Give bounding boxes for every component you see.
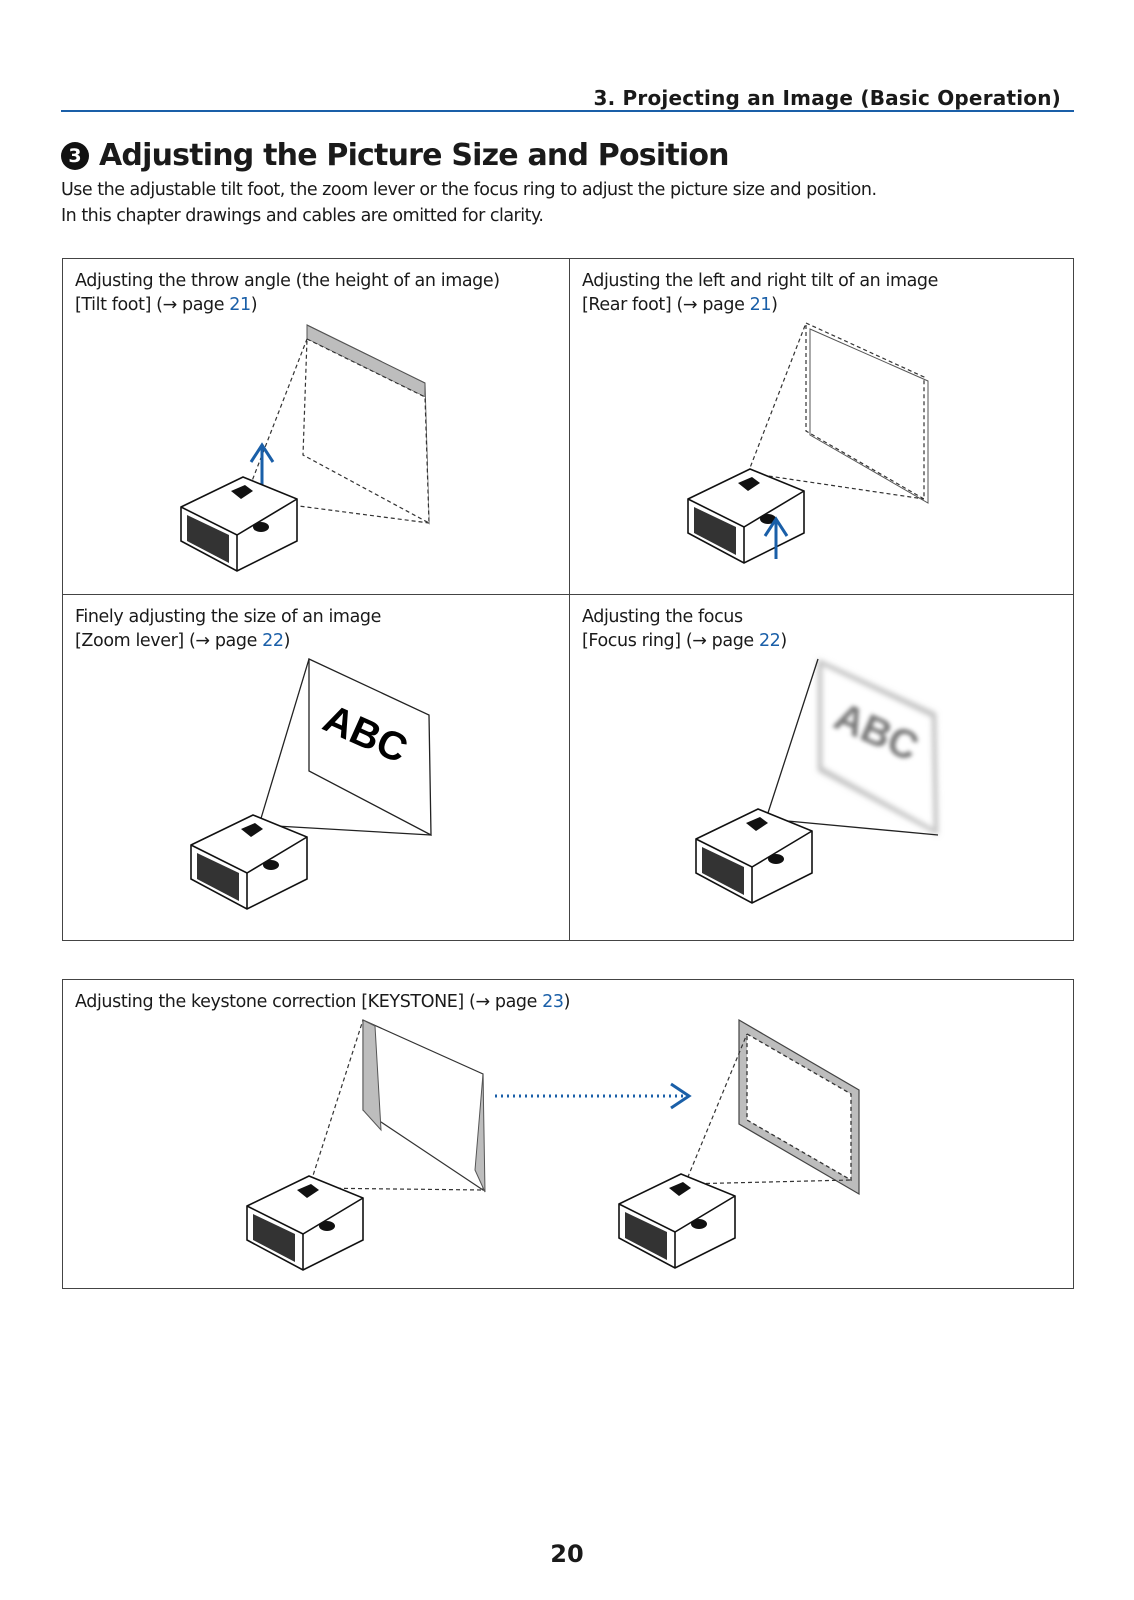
section-number-badge: 3 xyxy=(61,141,89,170)
keystone-illustration xyxy=(246,1018,860,1271)
panel-caption-line1: Adjusting the throw angle (the height of… xyxy=(75,271,500,291)
arrow-right-icon xyxy=(495,1082,692,1110)
zoom-lever-illustration: ABC xyxy=(190,657,432,910)
rear-foot-illustration xyxy=(687,322,929,564)
projector-icon xyxy=(687,468,805,564)
header-rule xyxy=(61,110,1074,112)
projector-icon xyxy=(618,1173,736,1269)
grid-divider-horizontal xyxy=(63,594,1073,595)
panel-caption-line2: [Zoom lever] (→ page 22) xyxy=(75,631,291,651)
panel-caption-line1: Adjusting the left and right tilt of an … xyxy=(582,271,939,291)
focus-ring-illustration: ABC xyxy=(695,658,939,904)
panel-focus-ring: Adjusting the focus [Focus ring] (→ page… xyxy=(570,595,1075,941)
panel-caption-line2: [Tilt foot] (→ page 21) xyxy=(75,295,258,315)
page-link[interactable]: 22 xyxy=(262,631,284,651)
section-title-text: Adjusting the Picture Size and Position xyxy=(99,138,730,173)
projector-icon xyxy=(246,1175,364,1271)
panel-caption-line1: Adjusting the focus xyxy=(582,607,743,627)
adjustment-grid: Adjusting the throw angle (the height of… xyxy=(62,258,1074,941)
intro-line-1: Use the adjustable tilt foot, the zoom l… xyxy=(61,180,877,200)
page-number: 20 xyxy=(550,1540,584,1568)
page-link[interactable]: 21 xyxy=(229,295,251,315)
section-title: 3 Adjusting the Picture Size and Positio… xyxy=(61,138,730,173)
projector-icon xyxy=(190,814,308,910)
projector-icon xyxy=(695,808,813,904)
arrow-up-icon xyxy=(763,516,789,559)
page-link[interactable]: 21 xyxy=(749,295,772,315)
arrow-up-icon xyxy=(249,442,275,491)
panel-tilt-foot: Adjusting the throw angle (the height of… xyxy=(63,259,569,594)
panel-caption-line1: Finely adjusting the size of an image xyxy=(75,607,381,627)
grid-divider-vertical xyxy=(569,259,570,940)
panel-zoom-lever: Finely adjusting the size of an image [Z… xyxy=(63,595,569,941)
keystone-caption: Adjusting the keystone correction [KEYST… xyxy=(75,992,571,1012)
panel-caption-line2: [Rear foot] (→ page 21) xyxy=(582,295,778,315)
projector-icon xyxy=(180,476,298,572)
panel-rear-foot: Adjusting the left and right tilt of an … xyxy=(570,259,1075,594)
intro-line-2: In this chapter drawings and cables are … xyxy=(61,206,544,226)
tilt-foot-illustration xyxy=(180,324,430,572)
running-header: 3. Projecting an Image (Basic Operation) xyxy=(593,86,1061,110)
page-link[interactable]: 23 xyxy=(542,992,564,1012)
page-link[interactable]: 22 xyxy=(758,631,781,651)
panel-caption-line2: [Focus ring] (→ page 22) xyxy=(582,631,787,651)
keystone-panel: Adjusting the keystone correction [KEYST… xyxy=(62,979,1074,1289)
